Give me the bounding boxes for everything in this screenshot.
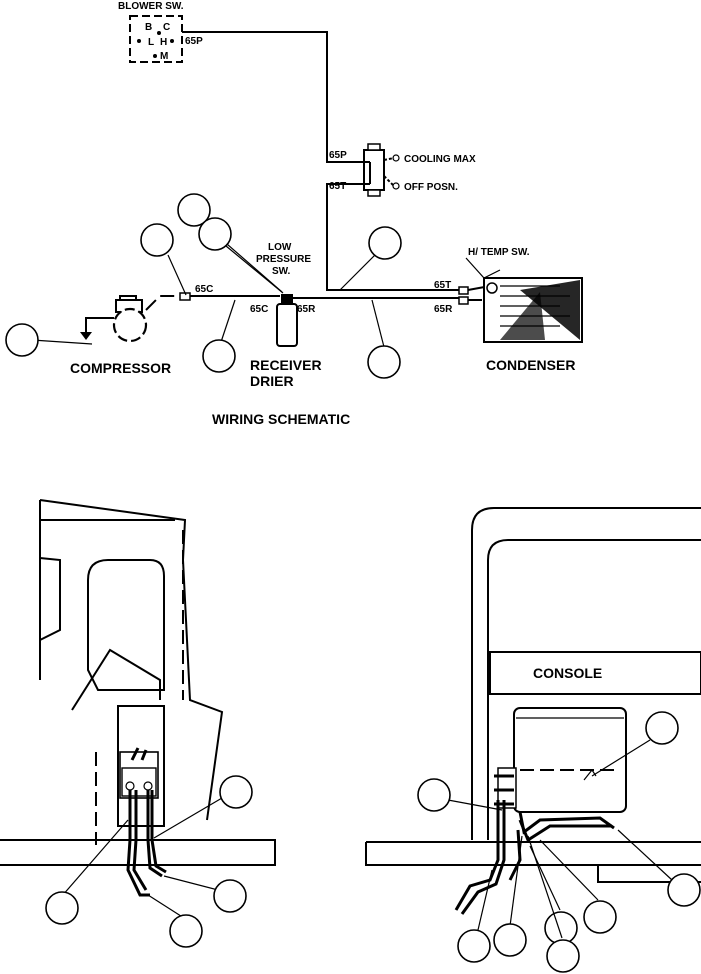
callout-circle[interactable]: [583, 900, 617, 934]
compressor-label: COMPRESSOR: [70, 360, 171, 376]
low-pressure-label-1: LOW: [268, 242, 292, 253]
condenser-wire-bottom-label: 65R: [434, 304, 453, 315]
thermostat-switch[interactable]: 65P 65T COOLING MAX OFF POSN.: [329, 143, 476, 197]
blower-switch[interactable]: BLOWER SW. B C L H M 65P: [118, 1, 203, 63]
callout-circle[interactable]: [368, 226, 402, 260]
wire-65p: [182, 31, 366, 163]
low-pressure-label-2: PRESSURE: [256, 254, 311, 265]
blower-pin-m: M: [160, 51, 168, 62]
callout-circle[interactable]: [202, 339, 236, 373]
callout-circle[interactable]: [457, 929, 491, 963]
callout-circle[interactable]: [546, 939, 580, 973]
thermostat-wire-out-label: 65T: [329, 181, 346, 192]
compressor-wire-label: 65C: [195, 284, 213, 295]
callout-circle[interactable]: [5, 323, 39, 357]
compressor[interactable]: 65C COMPRESSOR: [70, 284, 213, 376]
callout-circle[interactable]: [213, 879, 247, 913]
callout-circle[interactable]: [544, 911, 578, 945]
callout-circle[interactable]: [177, 193, 211, 227]
callout-circle[interactable]: [417, 778, 451, 812]
callout-circle[interactable]: [45, 891, 79, 925]
condenser[interactable]: H/ TEMP SW. 65T 65R CONDENSER: [434, 247, 583, 373]
cooling-max-label: COOLING MAX: [404, 154, 476, 165]
callout-circle[interactable]: [367, 345, 401, 379]
off-position-label: OFF POSN.: [404, 182, 458, 193]
blower-pin-c: C: [163, 22, 170, 33]
high-temp-switch-label: H/ TEMP SW.: [468, 247, 530, 258]
console-label: CONSOLE: [533, 665, 602, 681]
wire-65t: [326, 183, 462, 291]
blower-switch-label: BLOWER SW.: [118, 1, 184, 12]
blower-pin-h: H: [160, 37, 167, 48]
drier-wire-left-label: 65C: [250, 304, 268, 315]
receiver-drier[interactable]: LOW PRESSURE SW. 65C 65R RECEIVER DRIER: [250, 242, 322, 389]
console[interactable]: CONSOLE: [489, 651, 701, 695]
callout-circle[interactable]: [645, 711, 679, 745]
wire-harness-left: [126, 790, 150, 897]
receiver-label: RECEIVER: [250, 357, 322, 373]
schematic-title: WIRING SCHEMATIC: [212, 411, 350, 427]
compressor-lead: [145, 295, 180, 311]
blower-pin-l: L: [148, 37, 154, 48]
condenser-label: CONDENSER: [486, 357, 575, 373]
condenser-wire-top-label: 65T: [434, 280, 451, 291]
blower-pin-b: B: [145, 22, 152, 33]
thermostat-wire-in-label: 65P: [329, 150, 347, 161]
callout-circle[interactable]: [219, 775, 253, 809]
schematic-callouts: [5, 193, 402, 379]
callout-circle[interactable]: [140, 223, 174, 257]
callout-circle[interactable]: [169, 914, 203, 948]
drier-wire-right-label: 65R: [297, 304, 316, 315]
low-pressure-label-3: SW.: [272, 266, 291, 277]
drier-label: DRIER: [250, 373, 294, 389]
callout-circle[interactable]: [667, 873, 701, 907]
wiring-schematic: BLOWER SW. B C L H M 65P 65P 65T: [5, 1, 583, 427]
left-installation-view: [0, 499, 276, 948]
right-installation-view: CONSOLE: [365, 507, 701, 973]
callout-circle[interactable]: [198, 217, 232, 251]
callout-circle[interactable]: [493, 923, 527, 957]
blower-wire-label: 65P: [185, 36, 203, 47]
